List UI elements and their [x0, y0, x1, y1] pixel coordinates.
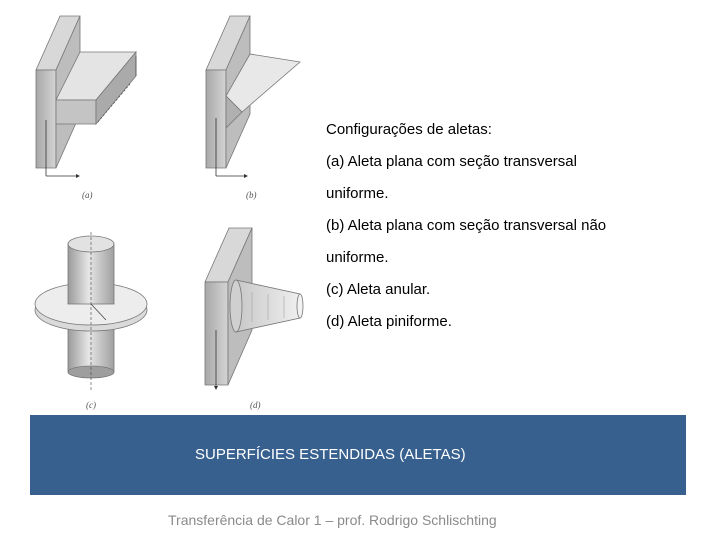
banner-title: SUPERFÍCIES ESTENDIDAS (ALETAS)	[195, 446, 466, 463]
text-line-2: uniforme.	[326, 185, 389, 202]
text-line-1: (a) Aleta plana com seção transversal	[326, 153, 577, 170]
figure-c-label: (c)	[86, 400, 96, 410]
text-line-4: uniforme.	[326, 249, 389, 266]
text-line-6: (d) Aleta piniforme.	[326, 313, 452, 330]
fin-illustration: (a) (b) (c)	[34, 15, 304, 410]
figure-b	[205, 15, 301, 178]
figure-d	[204, 227, 304, 390]
figure-a-label: (a)	[82, 190, 93, 200]
fin-figures: (a) (b) (c)	[0, 0, 320, 415]
figure-a	[35, 15, 137, 178]
text-heading: Configurações de aletas:	[326, 121, 492, 138]
figure-d-label: (d)	[250, 400, 261, 410]
text-line-3: (b) Aleta plana com seção transversal nã…	[326, 217, 607, 234]
fin-configurations-text: Configurações de aletas: (a) Aleta plana…	[326, 114, 706, 338]
text-line-5: (c) Aleta anular.	[326, 281, 431, 298]
figure-c	[34, 232, 148, 392]
footer-text: Transferência de Calor 1 – prof. Rodrigo…	[168, 512, 497, 528]
title-banner	[30, 415, 686, 495]
figure-b-label: (b)	[246, 190, 257, 200]
